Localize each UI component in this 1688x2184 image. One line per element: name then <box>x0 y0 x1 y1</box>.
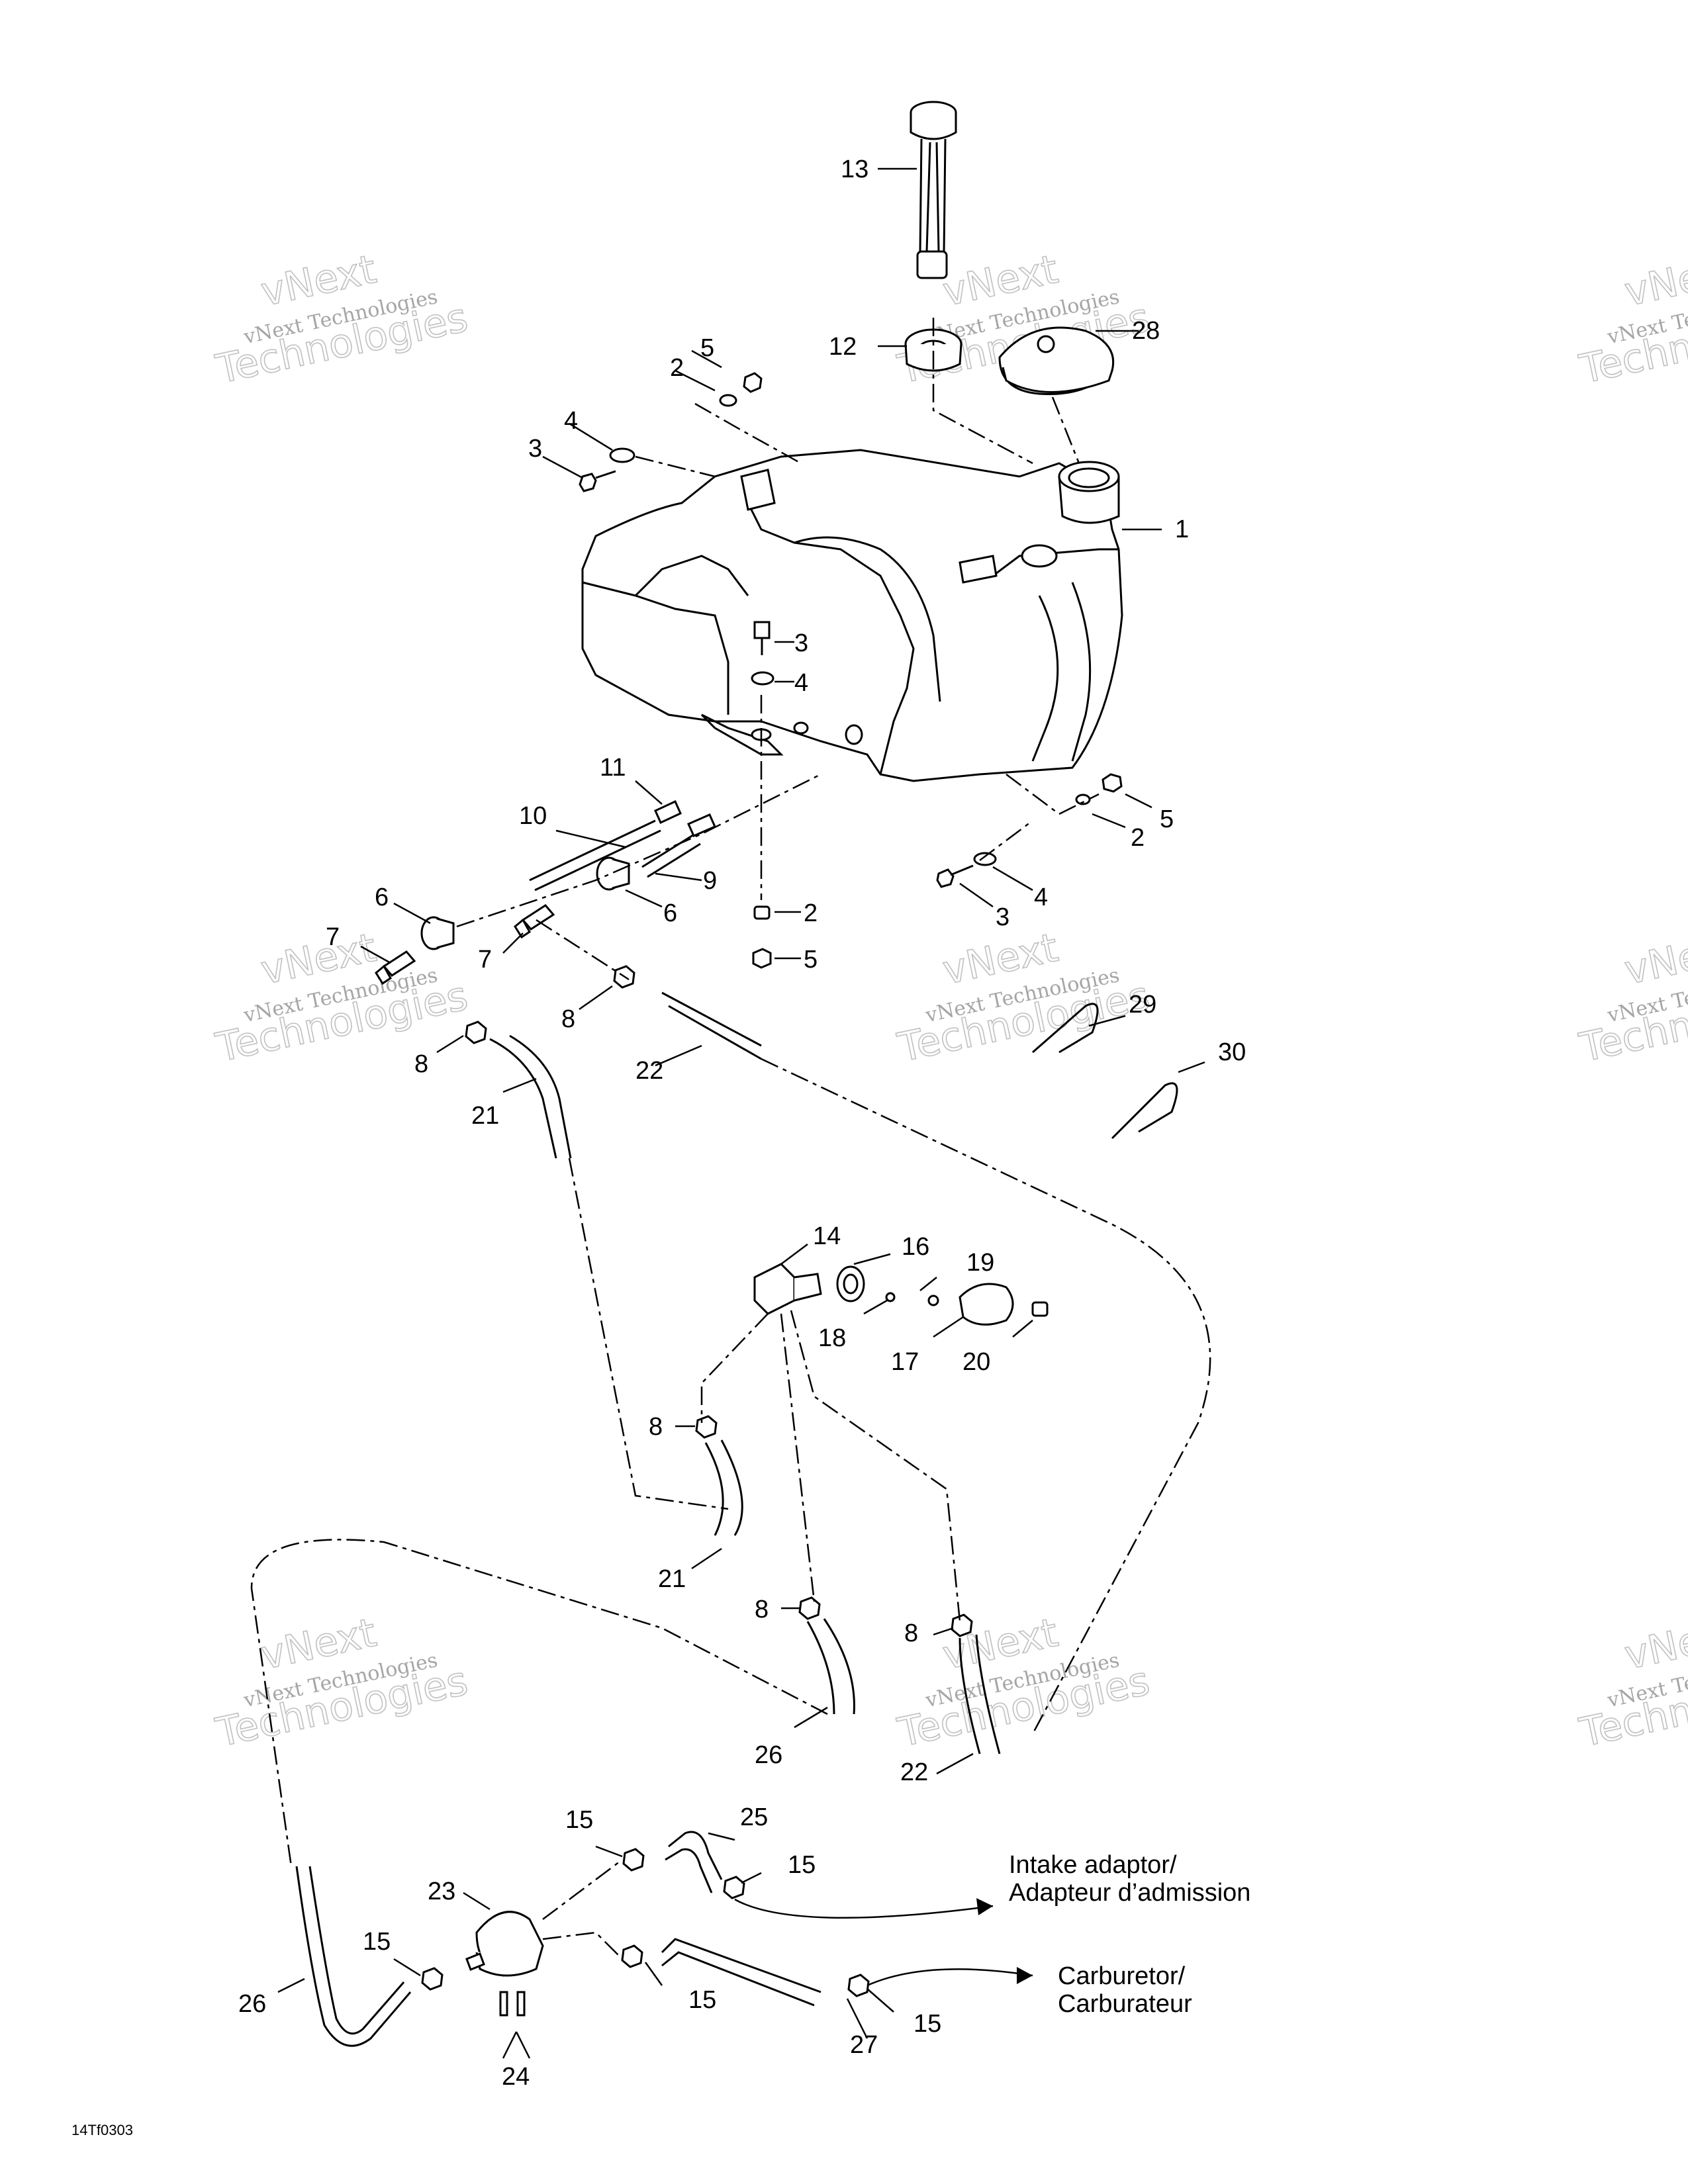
watermark-low-left: vNext vNext Technologies Technologies <box>211 1609 472 1756</box>
fasteners-center <box>751 621 774 969</box>
callout-23: 23 <box>428 1878 455 1905</box>
callout-17: 17 <box>891 1348 919 1376</box>
watermark-top-left: vNext vNext Technologies Technologies <box>211 246 472 393</box>
callout-3-right: 3 <box>996 903 1009 931</box>
callout-28: 28 <box>1132 317 1160 345</box>
callout-20: 20 <box>962 1348 990 1376</box>
callout-26-left: 26 <box>238 1990 266 2018</box>
callout-10: 10 <box>519 802 547 830</box>
assembly-lines <box>250 318 1211 1960</box>
callout-30: 30 <box>1218 1038 1246 1066</box>
callout-2-center: 2 <box>804 899 818 927</box>
watermark-right-top: vNext vNext Technologies Technologies <box>1575 246 1688 393</box>
callout-7-right: 7 <box>478 946 492 974</box>
callout-8-mid-right: 8 <box>904 1619 918 1647</box>
svg-text:vNext: vNext <box>1620 1610 1688 1679</box>
clamp-nuts-lower <box>421 1848 870 1997</box>
clamp-nuts <box>465 965 973 1637</box>
watermark-mid-center: vNext vNext Technologies Technologies <box>893 924 1154 1071</box>
note-carb-fr: Carburateur <box>1058 1990 1192 2018</box>
callout-15-bottom-right: 15 <box>914 2010 941 2038</box>
callout-6-right: 6 <box>663 899 677 927</box>
watermarks: vNext vNext Technologies Technologies vN… <box>211 246 1688 1756</box>
callout-15-left: 15 <box>363 1928 391 1956</box>
callout-15-bottom-center: 15 <box>688 1986 716 2014</box>
callout-11: 11 <box>600 754 626 782</box>
callout-8-mid-center: 8 <box>755 1596 769 1623</box>
svg-text:vNext: vNext <box>1620 246 1688 316</box>
fuel-tank-cap <box>998 326 1115 396</box>
callout-14: 14 <box>813 1222 841 1250</box>
callout-29: 29 <box>1129 991 1156 1019</box>
callout-5-right: 5 <box>1160 805 1174 833</box>
callout-21-upper: 21 <box>471 1102 499 1130</box>
callout-5-top: 5 <box>700 334 714 362</box>
callout-16: 16 <box>902 1233 929 1261</box>
fasteners-right <box>936 773 1123 888</box>
callout-25: 25 <box>740 1803 768 1831</box>
callout-15-top-right: 15 <box>788 1851 816 1879</box>
tie-wraps <box>1032 1003 1178 1140</box>
watermark-right-low: vNext vNext Technologies Technologies <box>1575 1609 1688 1756</box>
callout-27: 27 <box>850 2031 878 2059</box>
callout-2-top: 2 <box>670 354 684 382</box>
callout-12: 12 <box>829 333 857 361</box>
callout-26-center: 26 <box>755 1741 782 1769</box>
fuel-pump <box>465 1911 544 2017</box>
fuel-gauge-sender <box>910 101 957 279</box>
callout-8-upper-right: 8 <box>561 1005 575 1033</box>
callout-9: 9 <box>703 867 717 895</box>
fuel-tank <box>581 449 1123 782</box>
callout-3-center: 3 <box>794 629 808 657</box>
callout-13: 13 <box>841 156 868 183</box>
callout-24: 24 <box>502 2063 530 2091</box>
callout-3-top: 3 <box>528 435 542 463</box>
callout-5-center: 5 <box>804 946 818 974</box>
callout-18: 18 <box>818 1324 846 1352</box>
note-carb-en: Carburetor/ <box>1058 1962 1186 1990</box>
connection-notes: Intake adaptor/ Adapteur d’admission Car… <box>1009 1851 1250 2018</box>
note-intake-en: Intake adaptor/ <box>1009 1851 1177 1879</box>
watermark-right-mid: vNext vNext Technologies Technologies <box>1575 924 1688 1071</box>
fuel-shutoff-valve <box>753 1263 1049 1326</box>
callout-15-top-left: 15 <box>565 1806 593 1834</box>
callout-8-upper-left: 8 <box>414 1050 428 1078</box>
callout-8-mid-left: 8 <box>649 1413 663 1441</box>
callout-21-lower: 21 <box>658 1565 686 1593</box>
vent-tubes <box>529 799 716 891</box>
callout-1: 1 <box>1175 516 1189 543</box>
callout-2-right: 2 <box>1131 824 1145 852</box>
fasteners-top <box>579 372 763 492</box>
callout-6-left: 6 <box>375 884 389 911</box>
callout-22-lower: 22 <box>900 1758 928 1786</box>
leader-lines <box>277 167 1205 2059</box>
fuel-hoses <box>295 991 1001 2047</box>
connection-arrows <box>734 1898 1033 1987</box>
callout-4-top: 4 <box>564 407 578 435</box>
note-intake-fr: Adapteur d’admission <box>1009 1879 1250 1907</box>
svg-text:vNext: vNext <box>1620 925 1688 994</box>
callout-22-upper: 22 <box>635 1057 663 1085</box>
fittings <box>375 904 555 985</box>
callout-4-center: 4 <box>794 669 808 697</box>
figure-code: 14Tf0303 <box>71 2122 133 2138</box>
callout-4-right: 4 <box>1034 884 1048 911</box>
callout-labels: 13 12 28 1 5 2 4 3 3 4 5 2 4 3 2 5 11 10… <box>238 156 1246 2091</box>
grommets <box>420 856 630 950</box>
callout-7-left: 7 <box>326 923 340 951</box>
watermark-low-center: vNext vNext Technologies Technologies <box>893 1609 1154 1756</box>
callout-19: 19 <box>966 1249 994 1277</box>
